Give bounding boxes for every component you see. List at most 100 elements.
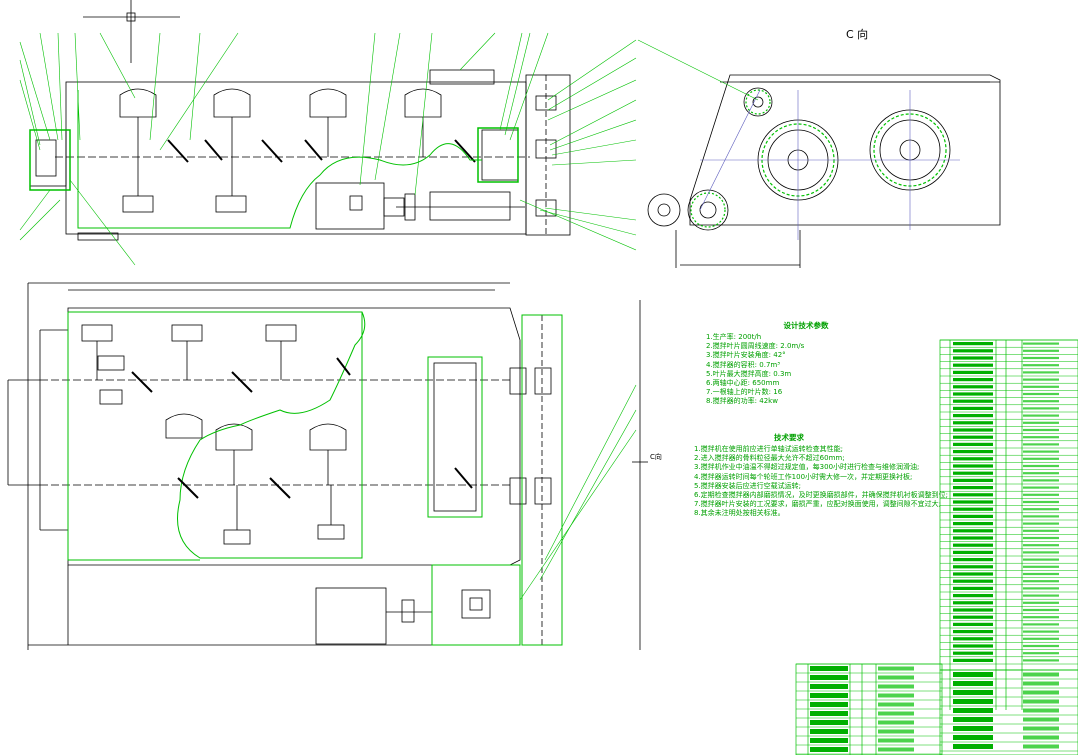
- table-cell-fill: [878, 702, 914, 707]
- table-cell-fill: [1023, 493, 1059, 496]
- spec-line: 1.生产率: 200t/h: [706, 333, 762, 341]
- table-cell-fill: [810, 711, 848, 716]
- table-cell-fill: [953, 672, 993, 677]
- table-cell-fill: [953, 622, 993, 626]
- table-cell-fill: [810, 747, 848, 752]
- table-cell-fill: [1023, 572, 1059, 576]
- table-cell-fill: [953, 493, 993, 497]
- table-cell-fill: [1023, 735, 1059, 740]
- table-cell-fill: [953, 450, 993, 454]
- requirement-line: 7.搅拌器叶片安装的工况要求，磨损严重，应配对换面使用，调整间隙不宜过大;: [694, 500, 942, 509]
- c-view-centerlines: [699, 89, 960, 240]
- table-cell-fill: [1023, 644, 1059, 648]
- table-cell-fill: [953, 435, 993, 439]
- table-cell-fill: [1023, 681, 1059, 686]
- table-cell-fill: [810, 738, 848, 743]
- table-cell-fill: [953, 543, 993, 547]
- c-view-label: C 向: [846, 28, 869, 41]
- c-view-gears: [690, 89, 947, 228]
- table-cell-fill: [1023, 565, 1059, 568]
- bottom-parts-rows: [796, 663, 942, 755]
- table-cell-fill: [878, 738, 914, 743]
- table-cell-fill: [953, 644, 993, 648]
- table-cell-fill: [810, 666, 848, 671]
- table-cell-fill: [1023, 717, 1059, 722]
- material-outline: [77, 90, 482, 229]
- table-cell-fill: [1023, 544, 1059, 547]
- upper-paddles: [119, 88, 442, 157]
- table-cell-fill: [878, 747, 914, 752]
- table-cell-fill: [953, 717, 993, 722]
- table-cell-fill: [878, 711, 914, 716]
- requirement-line: 5.搅拌器安装后应进行空载试运转;: [694, 481, 802, 490]
- table-cell-fill: [1023, 378, 1059, 381]
- requirement-line: 8.其余未注明处按相关标准。: [694, 509, 785, 518]
- table-cell-fill: [810, 702, 848, 707]
- spec-line: 5.叶片最大搅拌高度: 0.3m: [706, 369, 792, 378]
- table-cell-fill: [1023, 364, 1059, 367]
- tech-requirements-block: 技术要求 1.搅拌机在使用前应进行单轴试运转检查其性能; 2.进入搅拌器的骨料粒…: [694, 432, 948, 519]
- spec-line: 2.搅拌叶片圆周线速度: 2.0m/s: [706, 342, 805, 351]
- table-cell-fill: [1023, 551, 1059, 554]
- table-cell-fill: [1023, 428, 1059, 432]
- table-cell-fill: [953, 478, 993, 482]
- table-cell-fill: [953, 681, 993, 686]
- table-cell-fill: [953, 536, 993, 540]
- front-view-leaders: [19, 32, 637, 266]
- table-cell-fill: [953, 378, 993, 382]
- table-cell-fill: [953, 601, 993, 605]
- top-view-leaders: [519, 384, 637, 601]
- table-cell-fill: [1023, 744, 1059, 749]
- spec-line: 7.一根轴上的叶片数: 16: [706, 388, 783, 397]
- table-cell-fill: [953, 500, 993, 504]
- table-cell-fill: [953, 637, 993, 641]
- spec-line: 6.两轴中心距: 650mm: [706, 379, 780, 388]
- drive-motor: [315, 587, 387, 645]
- gearbox: [431, 564, 521, 646]
- table-cell-fill: [810, 729, 848, 734]
- table-cell-fill: [1023, 414, 1059, 417]
- parts-list-rows: [940, 339, 1078, 665]
- table-cell-fill: [1023, 356, 1059, 360]
- table-cell-fill: [953, 414, 993, 418]
- table-cell-fill: [953, 699, 993, 704]
- spec-line: 3.搅拌叶片安装角度: 42°: [706, 351, 786, 360]
- requirement-line: 1.搅拌机在使用前应进行单轴试运转检查其性能;: [694, 445, 844, 453]
- table-cell-fill: [1023, 587, 1059, 590]
- table-cell-fill: [1023, 371, 1059, 374]
- top-view-blades: [131, 357, 473, 499]
- table-cell-fill: [1023, 450, 1059, 453]
- table-cell-fill: [953, 356, 993, 360]
- left-bearing-cluster: [29, 129, 71, 191]
- parts-list-table: [939, 339, 1078, 671]
- table-cell-fill: [1023, 443, 1059, 446]
- table-cell-fill: [1023, 580, 1059, 583]
- table-cell-fill: [953, 464, 993, 468]
- table-cell-fill: [1023, 508, 1059, 511]
- table-cell-fill: [953, 529, 993, 533]
- table-cell-fill: [1023, 637, 1059, 640]
- table-cell-fill: [1023, 601, 1059, 604]
- lower-paddles: [122, 157, 247, 213]
- table-cell-fill: [1023, 630, 1059, 633]
- spec-line: 8.搅拌器的功率: 42kw: [706, 397, 778, 406]
- table-cell-fill: [1023, 486, 1059, 489]
- right-bearing-cluster: [477, 127, 519, 183]
- table-cell-fill: [1023, 594, 1059, 597]
- table-cell-fill: [953, 608, 993, 612]
- table-cell-fill: [953, 349, 993, 353]
- table-cell-fill: [953, 550, 993, 554]
- direction-label: C向: [650, 453, 662, 461]
- table-cell-fill: [953, 594, 993, 598]
- table-cell-fill: [878, 720, 914, 725]
- tech-specs-heading: 设计技术参数: [783, 321, 829, 330]
- table-cell-fill: [953, 442, 993, 446]
- table-cell-fill: [953, 726, 993, 731]
- table-cell-fill: [1023, 672, 1059, 677]
- table-cell-fill: [810, 720, 848, 725]
- tech-specs-block: 设计技术参数 1.生产率: 200t/h 2.搅拌叶片圆周线速度: 2.0m/s…: [706, 320, 906, 407]
- table-cell-fill: [1023, 400, 1059, 403]
- table-cell-fill: [953, 572, 993, 576]
- table-cell-fill: [953, 428, 993, 432]
